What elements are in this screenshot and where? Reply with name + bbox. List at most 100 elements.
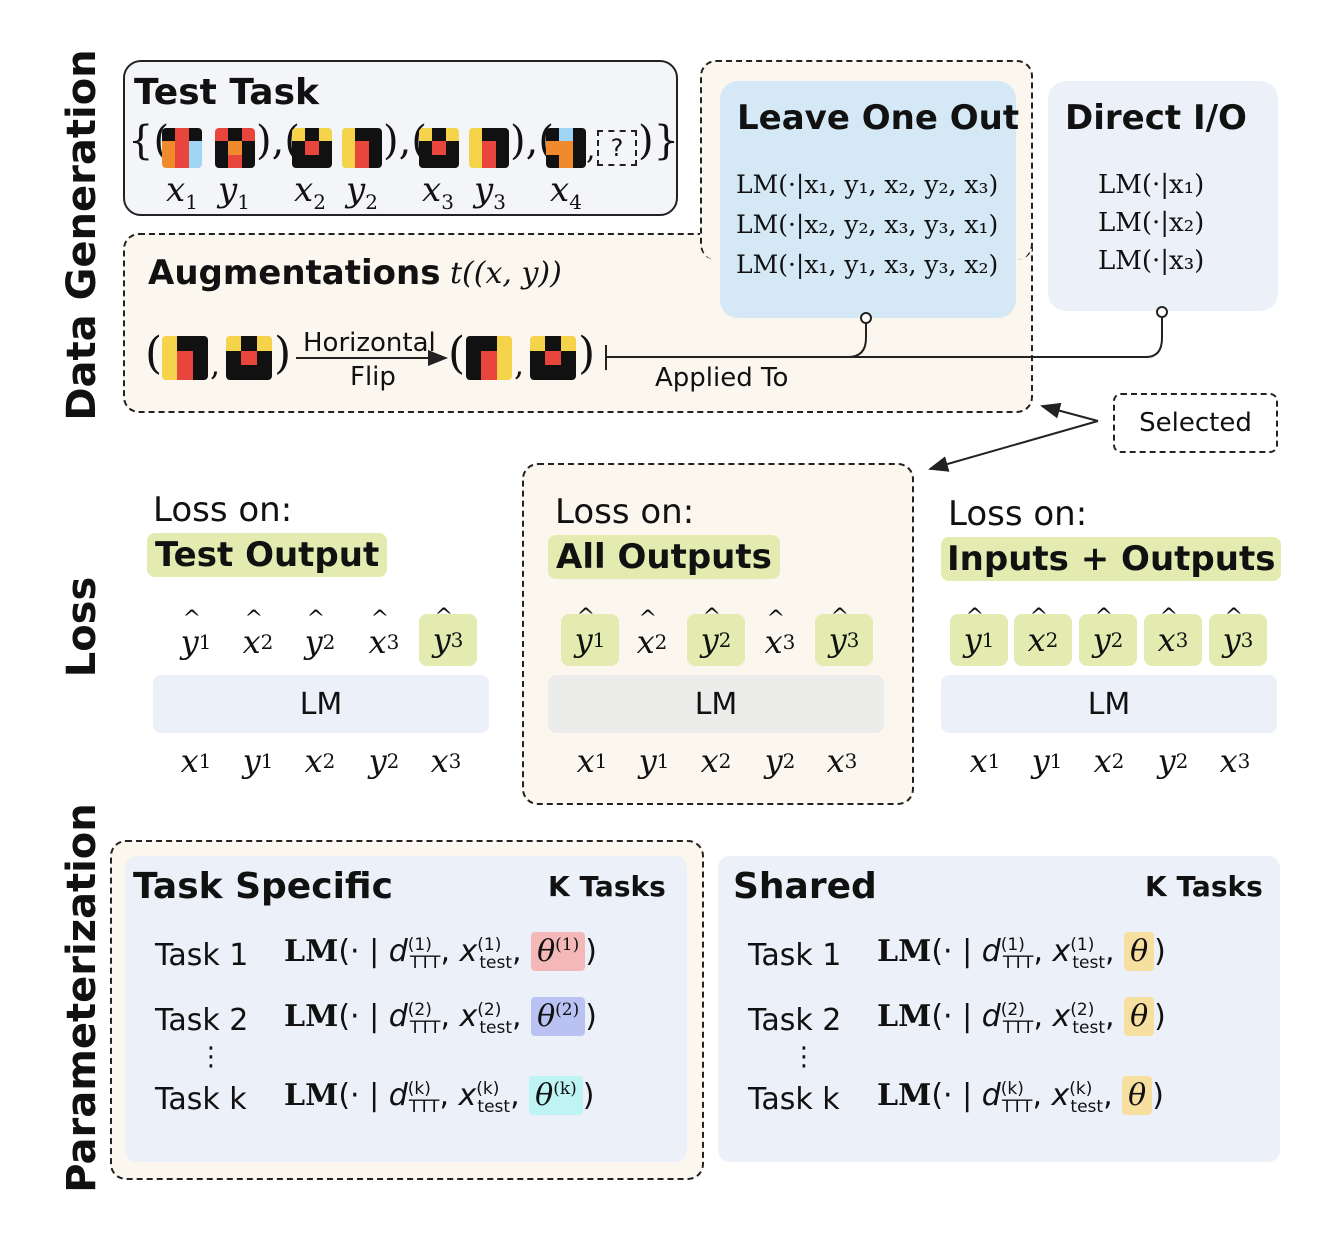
token-hat-y3-highlighted: y3: [419, 605, 477, 666]
grid-y3: [469, 128, 509, 168]
ts-task-label-2: Task 2: [155, 1003, 249, 1038]
brace-close: )}: [638, 118, 680, 164]
grid-cell: [481, 350, 497, 366]
sh-task-label-k: Task k: [748, 1082, 840, 1117]
comma-4: ,: [586, 132, 596, 167]
ts-formula-2: LM(· | d(2)TTT, x(2)test, θ(2)): [284, 997, 597, 1038]
grid-cell: [546, 128, 560, 142]
grid-cell: [495, 128, 509, 142]
grid-cell: [175, 154, 189, 168]
grid-cell: [241, 336, 257, 351]
grid-cell: [432, 154, 446, 168]
grid-cell: [355, 141, 369, 155]
label-x4: x4: [550, 170, 582, 214]
ts-row-1: Task 1: [155, 938, 248, 973]
grid-cell: [572, 154, 586, 168]
sh-formula-2: LM(· | d(2)TTT, x(2)test, θ): [877, 997, 1166, 1038]
grid-cell: [495, 141, 509, 155]
grid-cell: [419, 154, 433, 168]
grid-cell: [545, 365, 561, 380]
grid-cell: [292, 141, 306, 155]
grid-cell: [215, 141, 229, 155]
grid-cell: [177, 350, 193, 366]
loo-line-1: LM(·|x₁, y₁, x₂, y₂, x₃): [736, 170, 999, 199]
loss-heading-1: Loss on:: [153, 490, 293, 530]
loss-name-inputs-outputs: Inputs + Outputs: [941, 537, 1282, 581]
direct-io-title: Direct I/O: [1065, 98, 1247, 138]
dio-line-3: LM(·|x₃): [1098, 246, 1205, 276]
aug-comma-2: ,: [514, 345, 525, 383]
grid-cell: [466, 365, 482, 380]
label-y2: y2: [346, 170, 378, 214]
grid-cell: [466, 350, 482, 366]
grid-cell: [256, 336, 272, 351]
theta-shared-1: θ: [1124, 932, 1155, 971]
grid-cell: [162, 141, 176, 155]
grid-cell: [445, 128, 459, 142]
grid-cell: [559, 141, 573, 155]
lm-bar-3: LM: [941, 675, 1277, 733]
token-hat-y1-highlighted: y1: [561, 605, 619, 666]
grid-cell: [355, 128, 369, 142]
grid-cell: [496, 336, 512, 351]
grid-cell: [572, 128, 586, 142]
sh-formula-1: LM(· | d(1)TTT, x(1)test, θ): [877, 932, 1166, 973]
theta-task-1: θ(1): [531, 932, 586, 971]
grid-cell: [496, 350, 512, 366]
aug-grid-output: [226, 336, 272, 380]
grid-cell: [318, 128, 332, 142]
token-hat-x3: x3: [355, 607, 413, 668]
grid-cell: [469, 128, 483, 142]
grid-cell: [256, 350, 272, 366]
grid-cell: [368, 141, 382, 155]
grid-cell: [342, 128, 356, 142]
aug-grid-input-flipped: [466, 336, 512, 380]
grid-cell: [482, 141, 496, 155]
unknown-output-box: ?: [597, 130, 637, 166]
token-hat-x2: x2: [623, 607, 681, 668]
grid-cell: [355, 154, 369, 168]
token-hat-x3: x3: [751, 607, 809, 668]
grid-cell: [305, 128, 319, 142]
grid-cell: [292, 154, 306, 168]
grid-cell: [432, 141, 446, 155]
grid-cell: [188, 154, 202, 168]
grid-cell: [241, 141, 255, 155]
grid-cell: [496, 365, 512, 380]
sh-task-label-1: Task 1: [748, 938, 842, 973]
grid-cell: [177, 365, 193, 380]
sh-formula-k: LM(· | d(k)TTT, x(k)test, θ): [877, 1076, 1164, 1117]
label-y1: y1: [218, 170, 250, 214]
lm-bar-1: LM: [153, 675, 489, 733]
ts-formula-k: LM(· | d(k)TTT, x(k)test, θ(k)): [284, 1076, 595, 1117]
grid-cell: [305, 154, 319, 168]
grid-cell: [215, 154, 229, 168]
grid-cell: [466, 336, 482, 351]
horizontal-flip-label-2: Flip: [350, 362, 396, 392]
aug-paren-close-1: ): [274, 328, 292, 379]
grid-cell: [228, 128, 242, 142]
grid-cell: [419, 141, 433, 155]
aug-paren-open-1: (: [145, 328, 163, 379]
ts-row-2: Task 2: [155, 1003, 248, 1038]
grid-cell: [192, 336, 208, 351]
direct-io-panel: [1048, 81, 1278, 311]
grid-cell: [482, 154, 496, 168]
grid-cell: [162, 350, 178, 366]
grid-cell: [226, 336, 242, 351]
grid-y1: [215, 128, 255, 168]
grid-cell: [162, 128, 176, 142]
loss-name-test-output: Test Output: [147, 533, 388, 577]
token-hat-y2: y2: [291, 607, 349, 668]
sh-row-1: Task 1: [748, 938, 841, 973]
grid-cell: [545, 336, 561, 351]
